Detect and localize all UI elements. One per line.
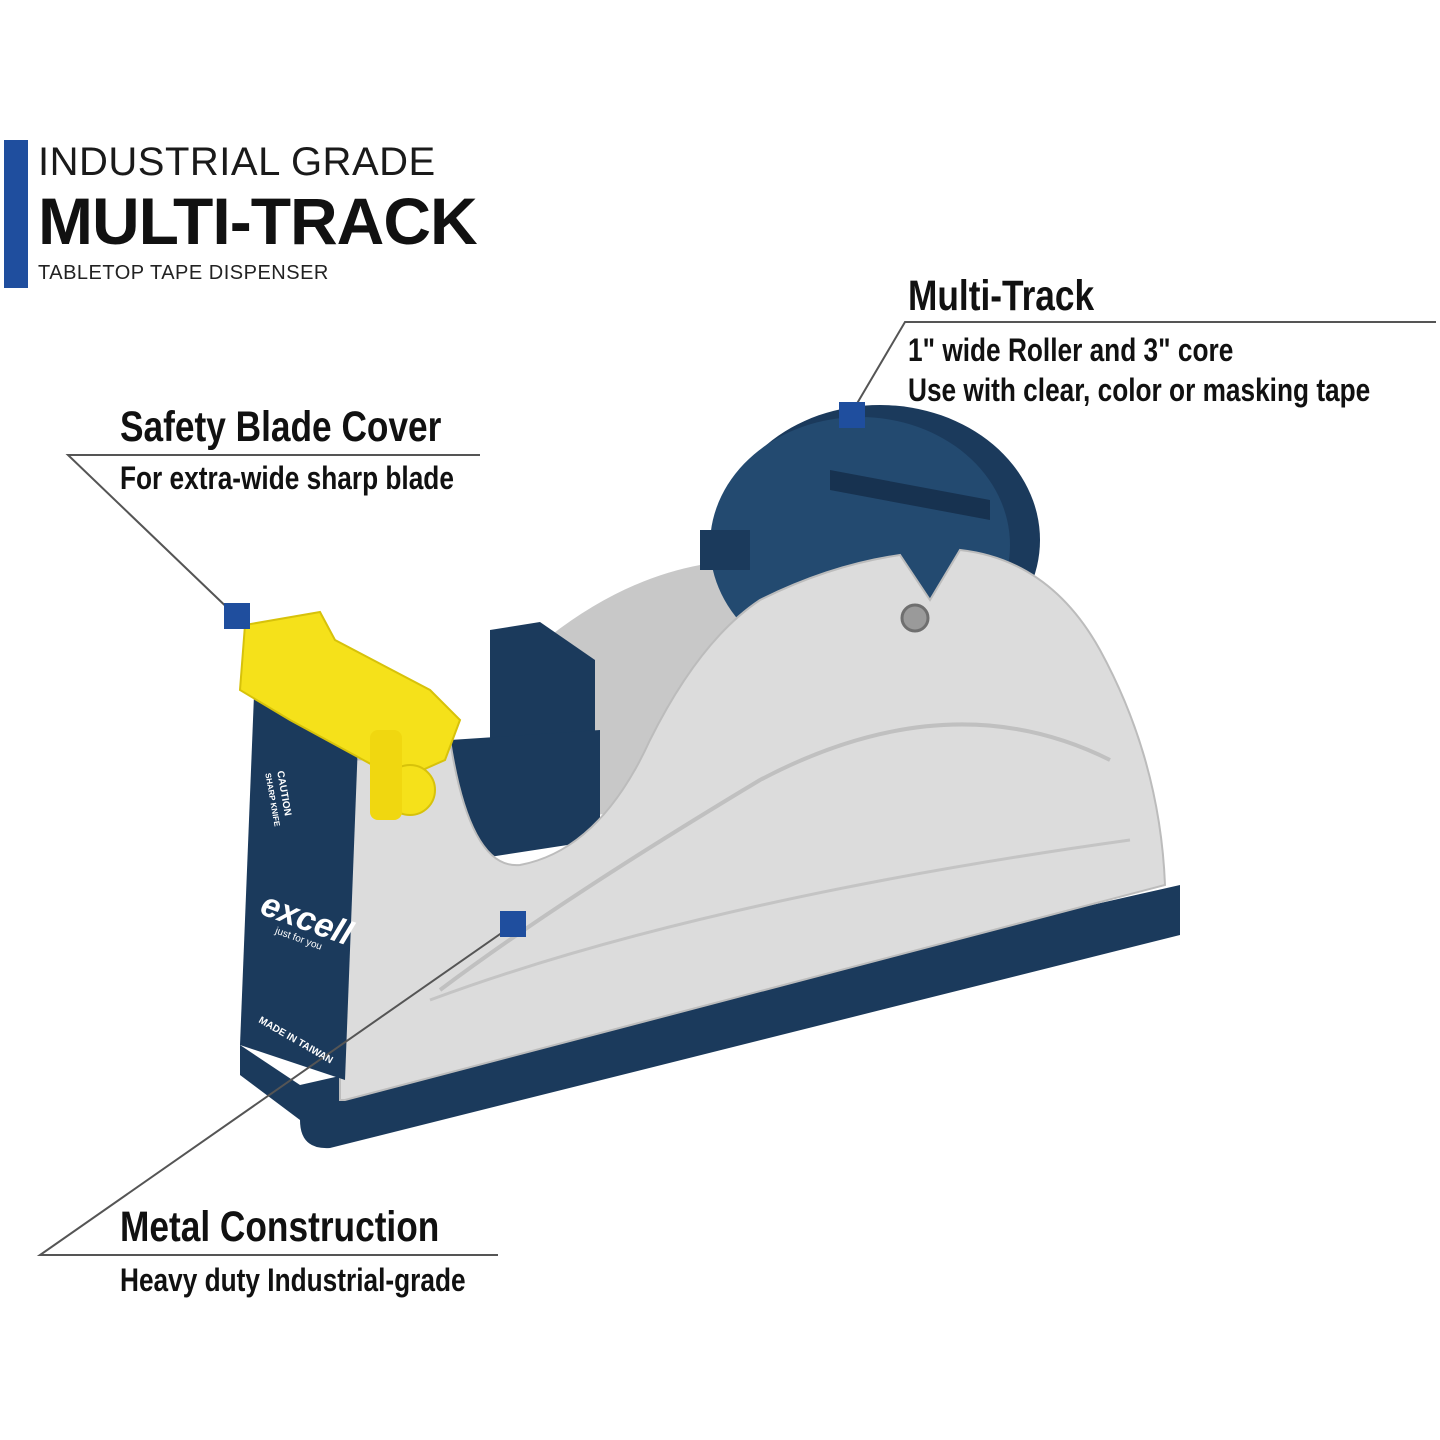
metal-title: Metal Construction bbox=[120, 1203, 440, 1251]
axle-bolt bbox=[900, 603, 930, 633]
line-safety bbox=[65, 454, 480, 618]
marker-safety bbox=[224, 603, 250, 629]
base-front-edge bbox=[240, 1045, 300, 1120]
header-line-3: TABLETOP TAPE DISPENSER bbox=[38, 262, 329, 284]
safety-sub-1: For extra-wide sharp blade bbox=[120, 460, 454, 496]
line-metal bbox=[36, 924, 514, 1256]
multi-track-sub-1: 1" wide Roller and 3" core bbox=[908, 332, 1234, 368]
multi-track-title: Multi-Track bbox=[908, 272, 1095, 320]
callout-lines bbox=[36, 321, 1436, 1256]
header-line-1: INDUSTRIAL GRADE bbox=[38, 140, 436, 184]
safety-title: Safety Blade Cover bbox=[120, 403, 442, 451]
multi-track-sub-2: Use with clear, color or masking tape bbox=[908, 372, 1371, 408]
base-plate bbox=[300, 885, 1180, 1149]
line-multi-track bbox=[851, 321, 1436, 413]
marker-multi-track bbox=[839, 402, 865, 428]
cradle bbox=[450, 730, 600, 860]
marker-metal bbox=[500, 911, 526, 937]
header-line-2: MULTI-TRACK bbox=[38, 184, 478, 258]
metal-sub-1: Heavy duty Industrial-grade bbox=[120, 1262, 466, 1298]
header-accent-bar bbox=[4, 140, 28, 288]
front-panel bbox=[240, 670, 360, 1080]
safety-blade-cover bbox=[238, 610, 462, 820]
